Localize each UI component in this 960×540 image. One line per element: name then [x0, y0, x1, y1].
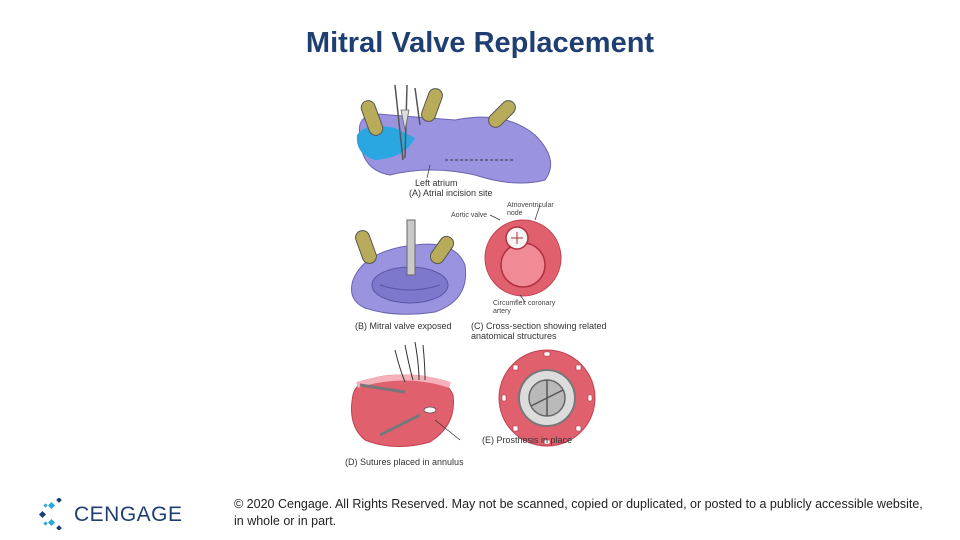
copyright-notice: © 2020 Cengage. All Rights Reserved. May… — [234, 497, 923, 528]
cengage-logo-mark — [38, 497, 62, 531]
label-circumflex: Circumflex coronary artery — [493, 300, 556, 315]
mitral-valve-illustration: Left atrium (A) Atrial incision site Atr… — [335, 80, 635, 472]
label-panel-a: (A) Atrial incision site — [409, 188, 493, 198]
panel-c-drawing — [484, 204, 562, 303]
label-panel-e: (E) Prosthesis in place — [482, 435, 573, 445]
label-panel-b: (B) Mitral valve exposed — [355, 321, 452, 331]
illustration-drawing — [351, 84, 596, 448]
panel-e-drawing — [498, 349, 596, 447]
slide-title: Mitral Valve Replacement — [305, 27, 655, 59]
label-av-node: Atrioventricular node — [507, 202, 554, 217]
panel-b-drawing — [351, 219, 467, 315]
label-left-atrium: Left atrium — [415, 178, 458, 188]
cengage-wordmark: CENGAGE — [74, 503, 183, 526]
label-panel-d: (D) Sutures placed in annulus — [345, 457, 464, 467]
panel-a-drawing — [356, 84, 552, 184]
cengage-logo — [38, 497, 168, 531]
label-aortic-valve: Aortic valve — [451, 212, 488, 219]
panel-d-drawing — [351, 341, 461, 448]
label-panel-c: (C) Cross-section showing related anatom… — [471, 321, 607, 341]
